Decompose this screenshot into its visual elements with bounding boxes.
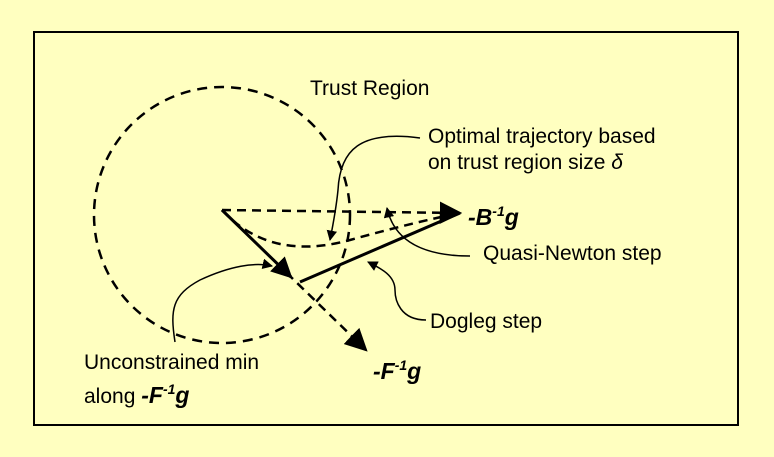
quasi-newton-direction-prefix: -B [468, 204, 493, 230]
quasi-newton-direction-label: -B-1g [468, 198, 519, 230]
unconstrained-min-math-exponent: -1 [162, 381, 176, 397]
dogleg-second-leg [299, 211, 461, 284]
delta-symbol: δ [611, 151, 623, 174]
steepest-descent-direction-prefix: -F [373, 358, 395, 384]
unconstrained-min-label: Unconstrained min along -F-1g [84, 350, 259, 410]
optimal-trajectory-line1: Optimal trajectory based [428, 125, 656, 148]
quasi-newton-step-arrow [221, 201, 463, 224]
dogleg-first-leg [220, 208, 293, 279]
steepest-descent-direction-exponent: -1 [394, 357, 408, 373]
unconstrained-min-math: -F-1g [141, 381, 190, 408]
steepest-descent-direction-label: -F-1g [373, 352, 421, 384]
quasi-newton-direction-exponent: -1 [492, 203, 505, 219]
steepest-descent-direction-g: g [407, 358, 422, 384]
trust-region-label: Trust Region [310, 77, 430, 100]
trust-region-circle [92, 85, 352, 345]
unconstrained-min-line2: along -F-1g [84, 376, 259, 410]
unconstrained-min-line2-text: along [84, 385, 142, 408]
quasi-newton-direction-g: g [504, 204, 519, 230]
quasi-newton-step-label: Quasi-Newton step [483, 242, 662, 265]
quasi-newton-callout [383, 206, 471, 257]
unconstrained-min-line1: Unconstrained min [84, 351, 260, 374]
unconstrained-min-callout [172, 258, 274, 343]
optimal-trajectory-callout [326, 135, 421, 242]
optimal-trajectory-label: Optimal trajectory based on trust region… [428, 124, 656, 176]
dogleg-step-label: Dogleg step [430, 310, 543, 333]
optimal-trajectory-line2: on trust region size δ [428, 150, 656, 176]
dogleg-step-callout [367, 261, 427, 321]
unconstrained-min-math-prefix: -F [141, 382, 163, 408]
diagram-frame [33, 31, 739, 426]
unconstrained-min-math-g: g [175, 382, 190, 408]
optimal-trajectory-line2-text: on trust region size [428, 151, 612, 174]
optimal-trajectory-curve [221, 209, 461, 248]
